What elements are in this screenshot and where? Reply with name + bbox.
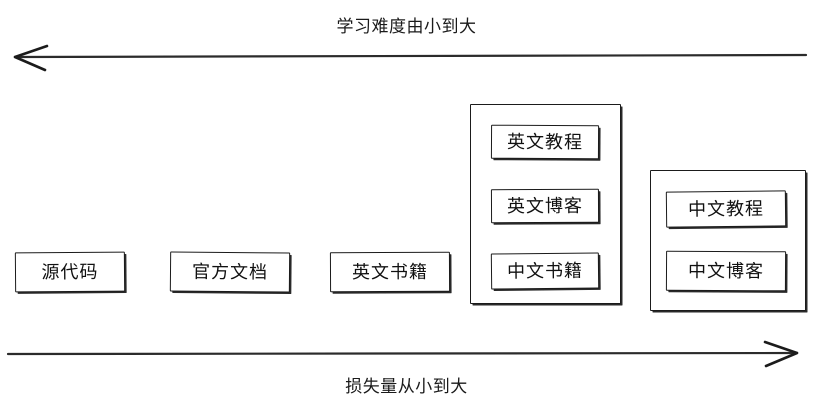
group-box-chinese-media: 中文教程 中文博客: [650, 170, 806, 311]
node-box-source-code[interactable]: 源代码: [14, 251, 126, 293]
node-label: 英文教程: [506, 131, 584, 153]
node-box-official-docs[interactable]: 官方文档: [169, 251, 291, 293]
node-label: 官方文档: [191, 261, 269, 283]
node-box-english-books[interactable]: 英文书籍: [329, 251, 451, 293]
node-box-chinese-blog[interactable]: 中文博客: [665, 250, 787, 292]
top-axis-arrow: [13, 44, 808, 72]
bottom-axis-arrow: [6, 340, 799, 368]
node-label: 源代码: [41, 261, 99, 283]
node-box-english-tutorial[interactable]: 英文教程: [490, 124, 600, 160]
group-box-english-media: 英文教程 英文博客 中文书籍: [470, 104, 621, 304]
node-label: 中文教程: [687, 198, 765, 220]
bottom-axis-label: 损失量从小到大: [345, 377, 468, 396]
node-box-chinese-tutorial[interactable]: 中文教程: [665, 190, 787, 228]
node-label: 英文博客: [506, 195, 584, 217]
node-label: 中文书籍: [506, 260, 584, 282]
top-axis-label: 学习难度由小到大: [336, 17, 477, 36]
node-box-english-blog[interactable]: 英文博客: [490, 188, 600, 224]
node-box-chinese-books[interactable]: 中文书籍: [490, 252, 600, 290]
node-label: 英文书籍: [351, 261, 429, 283]
node-label: 中文博客: [687, 260, 765, 282]
